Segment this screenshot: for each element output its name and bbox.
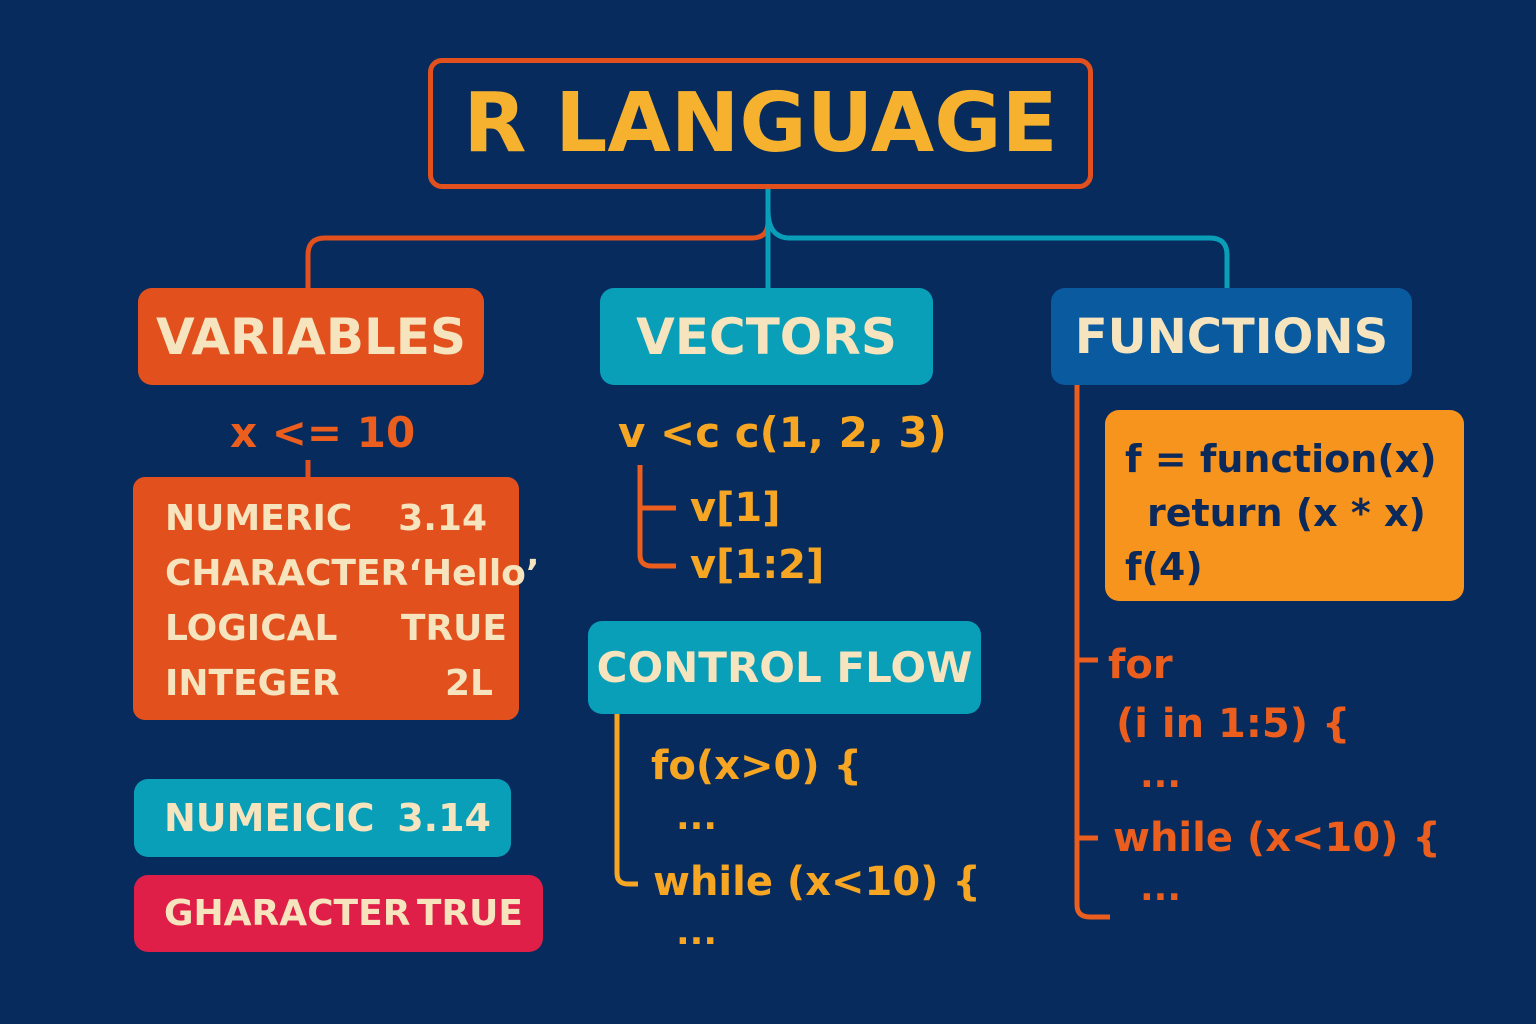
loop-line: for	[1108, 642, 1173, 688]
code-line: f(4)	[1125, 545, 1203, 589]
control-flow-heading: CONTROL FLOW	[588, 621, 981, 714]
variables-heading: VARIABLES	[138, 288, 484, 385]
code-line: ...	[676, 912, 718, 953]
title-box: R LANGUAGE	[428, 58, 1093, 189]
code-line: f = function(x)	[1125, 437, 1437, 481]
vector-index-item: v[1:2]	[690, 542, 825, 588]
type-name: CHARACTER	[165, 553, 409, 594]
code-line: fo(x>0) {	[651, 743, 862, 789]
vectors-heading: VECTORS	[600, 288, 933, 385]
vectors-heading-label: VECTORS	[636, 307, 897, 366]
loop-line: ...	[1140, 868, 1182, 909]
variables-heading-label: VARIABLES	[156, 307, 466, 366]
type-name: LOGICAL	[165, 608, 338, 649]
loop-line: ...	[1140, 755, 1182, 796]
numeric-badge: NUMEICIC 3.14	[134, 779, 511, 857]
type-name: INTEGER	[165, 663, 340, 704]
type-row: CHARACTER‘Hello’	[165, 546, 540, 601]
type-name: NUMERIC	[165, 498, 353, 539]
variables-types-table: NUMERIC 3.14 CHARACTER‘Hello’ LOGICAL TRUE…	[133, 477, 540, 720]
type-value: 2L	[445, 663, 493, 704]
type-value: 3.14	[398, 498, 487, 539]
loop-line: while (x<10) {	[1113, 815, 1441, 861]
title: R LANGUAGE	[463, 76, 1058, 171]
vector-index-item: v[1]	[690, 485, 781, 531]
function-code-box: f = function(x) return (x * x) f(4)	[1105, 410, 1464, 601]
code-line: return (x * x)	[1147, 491, 1426, 535]
code-line: ...	[676, 797, 718, 838]
type-value: TRUE	[400, 608, 507, 649]
functions-heading-label: FUNCTIONS	[1074, 308, 1389, 365]
type-row: NUMERIC 3.14	[165, 491, 507, 546]
type-value: ‘Hello’	[408, 553, 540, 594]
badge-type: NUMEICIC	[164, 796, 375, 840]
loop-line: (i in 1:5) {	[1116, 701, 1351, 747]
vector-assign: v <c c(1, 2, 3)	[618, 408, 947, 457]
badge-type: GHARACTER	[164, 893, 411, 934]
badge-value: TRUE	[416, 893, 523, 934]
type-row: LOGICAL TRUE	[165, 601, 507, 656]
functions-heading: FUNCTIONS	[1051, 288, 1412, 385]
variables-assign: x <= 10	[230, 408, 416, 457]
code-line: while (x<10) {	[653, 859, 981, 905]
badge-value: 3.14	[397, 796, 491, 840]
control-flow-heading-label: CONTROL FLOW	[596, 643, 973, 692]
type-row: INTEGER 2L	[165, 656, 507, 711]
